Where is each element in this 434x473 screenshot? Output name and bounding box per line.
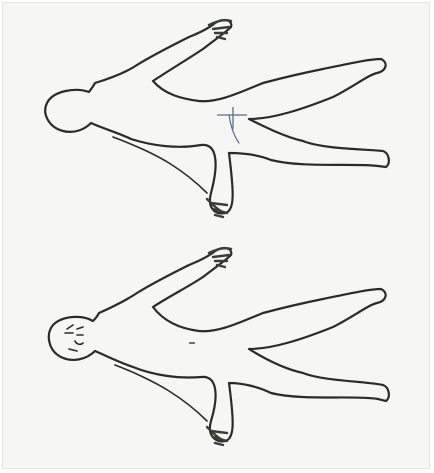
back-right-hand-shading — [207, 199, 227, 217]
back-center-marker — [217, 107, 247, 129]
body-outline-diagram — [3, 3, 430, 469]
body-chart-frame — [2, 2, 430, 469]
front-face-details — [65, 325, 83, 351]
front-right-hand-shading — [207, 427, 227, 445]
body-figure-back — [45, 20, 389, 213]
body-figure-front — [49, 248, 389, 441]
